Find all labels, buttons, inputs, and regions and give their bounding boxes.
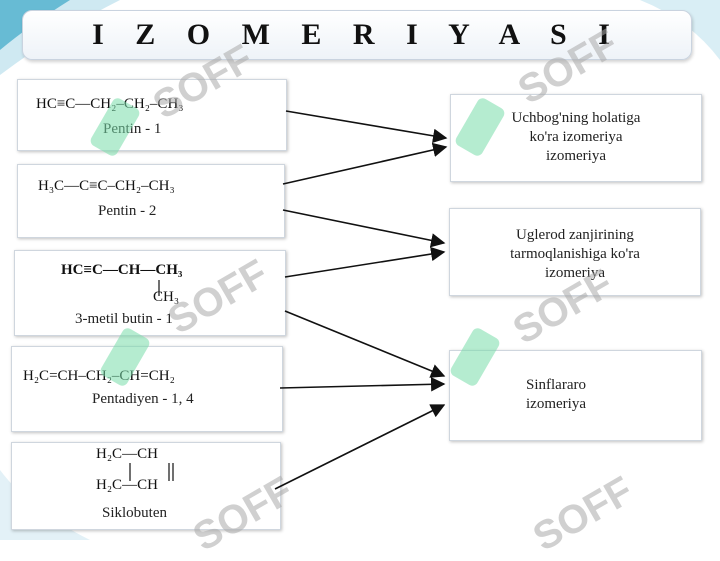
title-bar: I Z O M E R I Y A S I bbox=[22, 10, 692, 60]
source-box-siklobuten: H₂C—CH H₂C—CH Siklobuten bbox=[11, 442, 281, 530]
ring-formula-top: H₂C—CH bbox=[96, 446, 158, 462]
target-label-line: tarmoqlanishiga ko'ra bbox=[510, 246, 640, 262]
compound-name: Siklobuten bbox=[102, 505, 168, 521]
arrow-3-metil-butin-to-branching bbox=[284, 246, 446, 278]
arrow-pentin-2-to-triple-bond bbox=[282, 142, 448, 185]
compound-name: 3-metil butin - 1 bbox=[75, 311, 173, 327]
structural-formula: H₂C=CH–CH₂–CH=CH₂ bbox=[23, 368, 175, 384]
arrow-siklobuten-to-interclass bbox=[274, 404, 446, 490]
target-label-line: ko'ra izomeriya bbox=[529, 129, 623, 145]
target-label: Uglerod zanjirining tarmoqlanishiga ko'r… bbox=[450, 226, 700, 283]
target-label: Sinflararo izomeriya bbox=[450, 376, 701, 414]
target-label-line: Uglerod zanjirining bbox=[516, 227, 634, 243]
target-box-chain-branching: Uglerod zanjirining tarmoqlanishiga ko'r… bbox=[449, 208, 701, 296]
target-box-interclass: Sinflararo izomeriya bbox=[449, 350, 702, 441]
branch-formula: CH₃ bbox=[153, 289, 180, 305]
source-box-pentin-1: HC≡C—CH₂–CH₂–CH₃ Pentin - 1 bbox=[17, 79, 287, 151]
arrow-pentin-1-to-triple-bond bbox=[285, 110, 448, 143]
target-label-line: izomeriya bbox=[545, 265, 605, 281]
arrow-pentin-2-to-branching bbox=[282, 209, 446, 248]
branch-bond bbox=[158, 280, 160, 296]
connector-arrows bbox=[274, 110, 448, 490]
target-label-line: Sinflararo bbox=[526, 377, 586, 393]
compound-name: Pentin - 2 bbox=[98, 203, 157, 219]
compound-name: Pentadiyen - 1, 4 bbox=[92, 391, 194, 407]
structural-formula: H₃C—C≡C–CH₂–CH₃ bbox=[38, 178, 175, 194]
source-box-3-metil-butin-1: HC≡C—CH—CH₃ CH₃ 3-metil butin - 1 bbox=[14, 250, 286, 336]
page-title: I Z O M E R I Y A S I bbox=[92, 18, 622, 51]
structural-formula: HC≡C—CH—CH₃ bbox=[61, 262, 183, 278]
target-label-line: izomeriya bbox=[546, 148, 606, 164]
ring-bonds bbox=[129, 463, 174, 481]
target-label: Uchbog'ning holatiga ko'ra izomeriya izo… bbox=[451, 109, 701, 166]
source-box-pentin-2: H₃C—C≡C–CH₂–CH₃ Pentin - 2 bbox=[17, 164, 285, 238]
target-label-line: Uchbog'ning holatiga bbox=[511, 110, 641, 126]
target-label-line: izomeriya bbox=[526, 396, 586, 412]
arrow-3-metil-butin-to-interclass bbox=[284, 310, 446, 378]
source-box-pentadiyen: H₂C=CH–CH₂–CH=CH₂ Pentadiyen - 1, 4 bbox=[11, 346, 283, 432]
arrow-pentadiyen-to-interclass bbox=[279, 377, 446, 392]
ring-formula-bottom: H₂C—CH bbox=[96, 477, 158, 493]
